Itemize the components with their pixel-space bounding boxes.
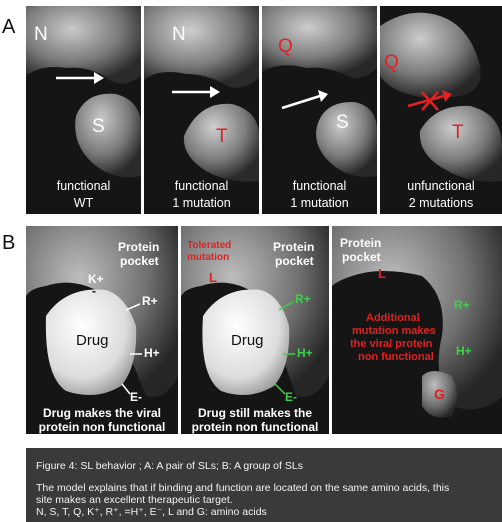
additional-text-line3: the viral protein <box>350 338 433 350</box>
tile-label-line1: functional <box>262 179 377 194</box>
panel-b-tile-tolerated: Tolerated mutation L Protein pocket R+ D… <box>181 226 329 434</box>
interaction-lines <box>26 226 178 434</box>
panel-a-tile-mut2: Q T unfunctional 2 mutations <box>380 6 502 214</box>
tile-label-line2: WT <box>26 196 141 211</box>
tile-label-line2: 1 mutation <box>144 196 259 211</box>
residue-l: L <box>378 266 386 281</box>
tile-label-line1: unfunctional <box>380 179 502 194</box>
pocket-label-line1: Protein <box>340 236 381 250</box>
additional-text-line2: mutation makes <box>352 325 436 337</box>
tile-label-line2: 1 mutation <box>262 196 377 211</box>
panel-b-letter: B <box>2 232 15 255</box>
additional-text-line4: non functional <box>358 351 434 363</box>
panel-a-letter: A <box>2 16 15 39</box>
panel-b-tile-drug: Protein pocket K+ - R+ Drug H+ E- Drug m… <box>26 226 178 434</box>
caption-text-line3: N, S, T, Q, K⁺, R⁺, =H⁺, E⁻, L and G: am… <box>36 506 267 518</box>
tile-label-line2: 2 mutations <box>380 196 502 211</box>
residue-g: G <box>434 386 445 402</box>
residue-h: H+ <box>456 344 472 358</box>
additional-text-line1: Additional <box>366 312 420 324</box>
caption-line1: Drug still makes the <box>181 406 329 420</box>
panel-a-tile-wt: N S functional WT <box>26 6 141 214</box>
caption-line2: protein non functional <box>26 420 178 434</box>
caption-title: Figure 4: SL behavior ; A: A pair of SLs… <box>36 460 303 472</box>
caption-line1: Drug makes the viral <box>26 406 178 420</box>
figure-caption: Figure 4: SL behavior ; A: A pair of SLs… <box>26 448 502 522</box>
caption-text-line2: site makes an excellent therapeutic targ… <box>36 494 233 506</box>
interaction-lines <box>181 226 329 434</box>
panel-b-tile-nonfunctional: Protein pocket L Additional mutation mak… <box>332 226 502 434</box>
caption-line2: protein non functional <box>181 420 329 434</box>
pocket-label-line2: pocket <box>342 250 381 264</box>
tile-label-line1: functional <box>26 179 141 194</box>
panel-a-tile-mut1: N T functional 1 mutation <box>144 6 259 214</box>
tile-label-line1: functional <box>144 179 259 194</box>
caption-text-line1: The model explains that if binding and f… <box>36 482 449 494</box>
panel-a-tile-mut1b: Q S functional 1 mutation <box>262 6 377 214</box>
residue-r: R+ <box>454 298 470 312</box>
